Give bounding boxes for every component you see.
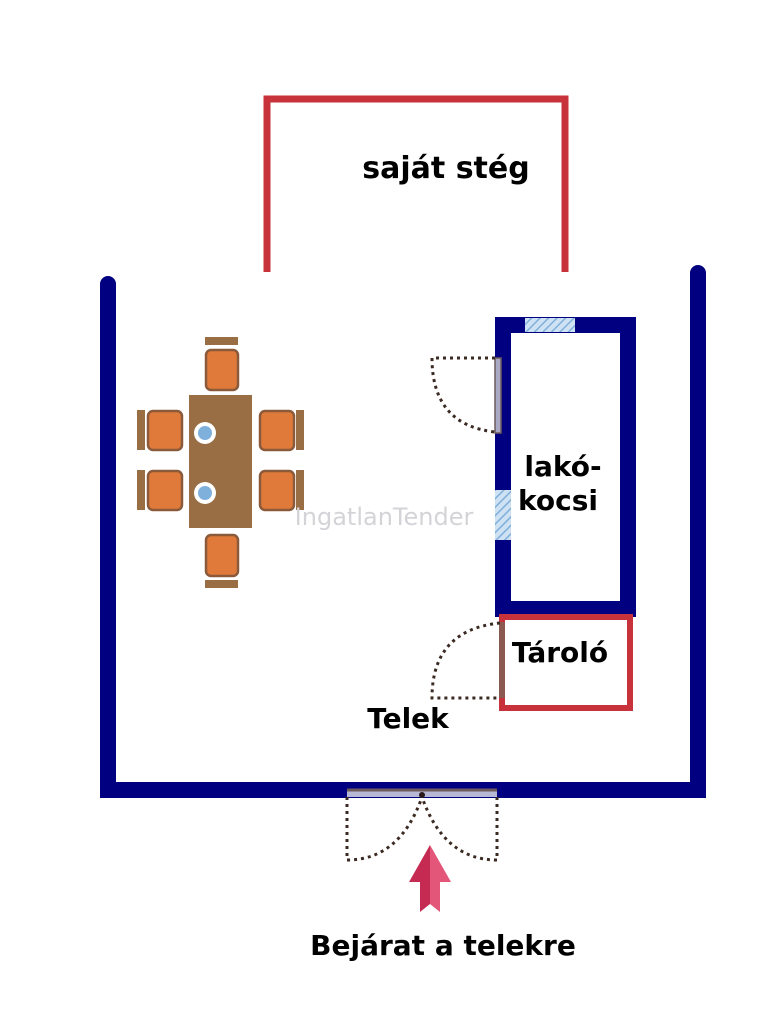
chair-icon: [258, 409, 304, 452]
caravan-door: [494, 357, 502, 434]
entrance-label: Bejárat a telekre: [310, 929, 576, 962]
caravan-door-swing-icon: [430, 356, 496, 434]
gate-hinge: [419, 792, 425, 798]
caravan-label-1: lakó-: [524, 450, 601, 483]
chair-icon: [137, 409, 184, 452]
caravan-window-top: [525, 318, 575, 332]
chair-icon: [258, 469, 304, 512]
dock-label: saját stég: [362, 151, 529, 186]
gate-swing-right-icon: [420, 796, 499, 862]
chair-icon: [204, 533, 240, 588]
storage-label: Tároló: [512, 636, 608, 669]
chair-icon: [137, 469, 184, 512]
chair-icon: [204, 337, 240, 392]
caravan-window-side: [495, 490, 511, 540]
gate-swing-left-icon: [345, 796, 424, 862]
dock-outline: [263, 95, 569, 272]
dining-table-icon: [189, 395, 252, 528]
plot-label: Telek: [367, 702, 450, 735]
watermark: IngatlanTender: [295, 503, 474, 531]
caravan-label-2: kocsi: [518, 484, 598, 517]
entrance-arrow-icon: [409, 845, 451, 912]
storage-door-swing-icon: [430, 621, 501, 700]
